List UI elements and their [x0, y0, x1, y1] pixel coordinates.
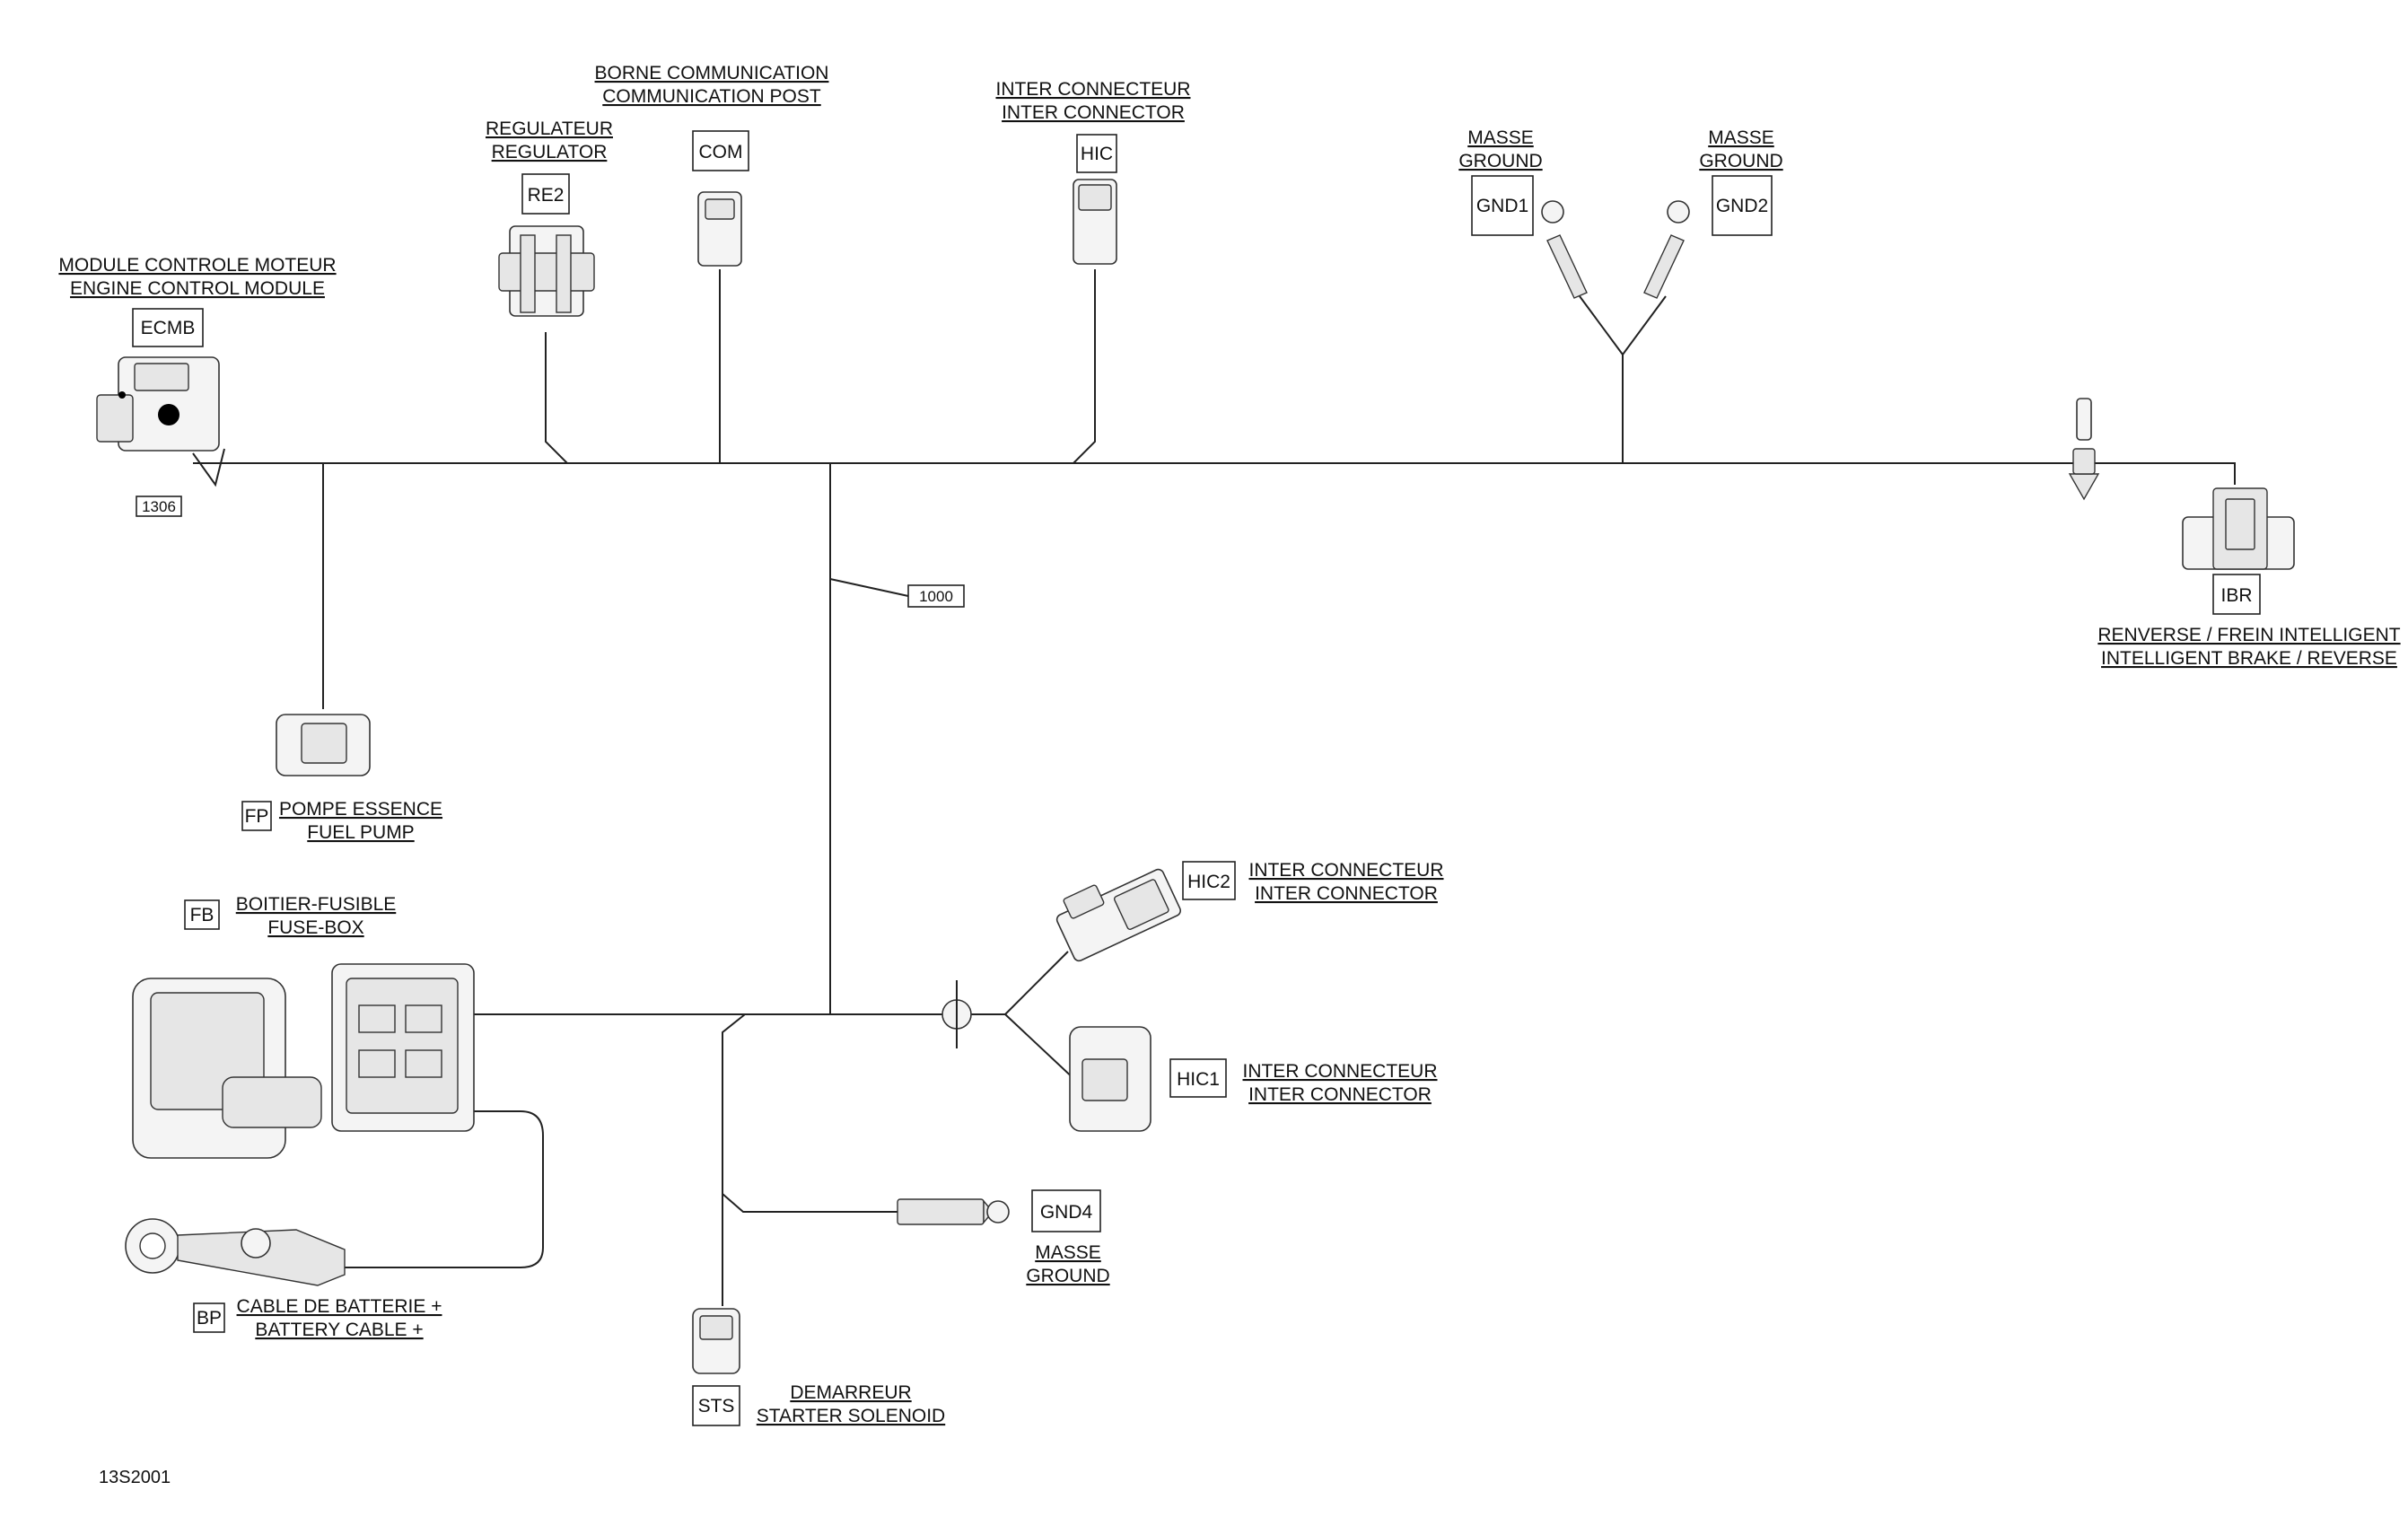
sts-label-fr: DEMARREUR: [790, 1382, 911, 1403]
regulator-branch: [545, 332, 568, 464]
ground-pair-branch: [1579, 295, 1667, 463]
hic2-label-en: INTER CONNECTOR: [1255, 883, 1438, 904]
hic2-code: HIC2: [1187, 872, 1230, 892]
gnd2-code: GND2: [1716, 196, 1768, 216]
ibr-label-en: INTELLIGENT BRAKE / REVERSE: [2101, 648, 2397, 669]
gnd1-label-fr: MASSE: [1467, 127, 1534, 148]
re2-label-en: REGULATOR: [492, 142, 608, 162]
tag-1306-box: [136, 496, 182, 517]
hic-code: HIC: [1081, 144, 1113, 164]
fb-code-box: [184, 899, 220, 930]
sts-code-box: [692, 1385, 740, 1426]
ecmb-connector: ECMB MODULE CONTROLE MOTEUR ENGINE CONTR…: [58, 255, 337, 517]
starter-branch: [722, 1013, 746, 1306]
ecmb-label-en: ENGINE CONTROL MODULE: [70, 278, 325, 299]
gnd4-label-en: GROUND: [1026, 1266, 1109, 1286]
hic1-label-en: INTER CONNECTOR: [1248, 1084, 1432, 1105]
hic1-code-box: [1169, 1058, 1227, 1098]
gnd4-label-fr: MASSE: [1035, 1242, 1101, 1263]
gnd1-label-en: GROUND: [1458, 151, 1542, 171]
gnd2-terminal: GND2 MASSE GROUND: [1643, 127, 1783, 299]
ecmb-code-box: [132, 308, 204, 347]
gnd4-code-box: [1031, 1189, 1101, 1232]
gnd4-code: GND4: [1040, 1202, 1093, 1223]
re2-code: RE2: [528, 185, 565, 206]
bp-label-en: BATTERY CABLE +: [255, 1320, 423, 1340]
com-label-fr: BORNE COMMUNICATION: [595, 63, 829, 83]
fp-code-box: [241, 801, 272, 831]
ibr-code-box: [2212, 574, 2261, 615]
hic-code-box: [1076, 134, 1117, 173]
hic-split-wire: [1004, 951, 1078, 1083]
ecmb-pin-icon: [158, 404, 180, 425]
gnd1-terminal: GND1 MASSE GROUND: [1458, 127, 1588, 299]
main-trunk-wire: [193, 462, 2236, 485]
fp-code: FP: [245, 806, 269, 827]
sts-code: STS: [698, 1396, 735, 1416]
ecmb-label-fr: MODULE CONTROLE MOTEUR: [58, 255, 336, 276]
com-connector: COM BORNE COMMUNICATION COMMUNICATION PO…: [595, 63, 829, 267]
hic1-code: HIC1: [1177, 1069, 1220, 1090]
ibr-code: IBR: [2220, 585, 2252, 606]
hic2-label-fr: INTER CONNECTEUR: [1248, 860, 1443, 881]
fb-fuse-box: FB BOITIER-FUSIBLE FUSE-BOX: [132, 894, 475, 1159]
harness-tag-1000: 1000: [919, 588, 953, 605]
gnd2-ring-icon: [1667, 200, 1690, 224]
bp-code: BP: [197, 1308, 222, 1329]
gnd4-terminal: GND4 MASSE GROUND: [897, 1189, 1110, 1286]
hic-branch: [1073, 269, 1096, 464]
gnd1-code: GND1: [1476, 196, 1528, 216]
gnd4-branch: [722, 1193, 898, 1213]
sts-label-en: STARTER SOLENOID: [757, 1406, 945, 1426]
gnd1-code-box: [1471, 175, 1534, 236]
com-label-en: COMMUNICATION POST: [602, 86, 821, 107]
hic-label-fr: INTER CONNECTEUR: [995, 79, 1190, 100]
hic-connector: HIC INTER CONNECTEUR INTER CONNECTOR: [995, 79, 1191, 265]
bp-label-fr: CABLE DE BATTERIE +: [237, 1296, 442, 1317]
gnd2-label-fr: MASSE: [1708, 127, 1774, 148]
hic2-connector: HIC2 INTER CONNECTEUR INTER CONNECTOR: [1055, 860, 1444, 962]
fp-label-fr: POMPE ESSENCE: [279, 799, 442, 820]
ibr-label-fr: RENVERSE / FREIN INTELLIGENT: [2097, 625, 2400, 645]
gnd2-label-en: GROUND: [1699, 151, 1782, 171]
com-code-box: [692, 130, 749, 171]
com-code: COM: [699, 142, 743, 162]
hic-label-en: INTER CONNECTOR: [1002, 102, 1185, 123]
battery-cable-wire: [341, 1110, 544, 1268]
ecmb-code: ECMB: [141, 318, 196, 338]
bp-battery-cable: BP CABLE DE BATTERIE + BATTERY CABLE +: [125, 1218, 442, 1340]
fb-label-fr: BOITIER-FUSIBLE: [236, 894, 397, 915]
hic1-label-fr: INTER CONNECTEUR: [1242, 1061, 1437, 1082]
hic2-code-box: [1182, 861, 1236, 900]
fp-label-en: FUEL PUMP: [307, 822, 414, 843]
tag-1000: 1000: [907, 584, 965, 608]
gnd2-code-box: [1712, 175, 1773, 236]
figure-reference: 13S2001: [99, 1468, 171, 1487]
harness-wires: [193, 269, 2236, 1306]
ibr-connector: IBR RENVERSE / FREIN INTELLIGENT INTELLI…: [2097, 487, 2401, 669]
re2-connector: RE2 REGULATEUR REGULATOR: [486, 118, 613, 317]
tag-1000-leader: [829, 578, 909, 597]
fb-label-en: FUSE-BOX: [267, 917, 363, 938]
harness-tag-1306: 1306: [142, 498, 176, 515]
splice-clip: [941, 980, 972, 1048]
fp-connector: FP POMPE ESSENCE FUEL PUMP: [241, 714, 442, 843]
trunk-plug: [2068, 398, 2100, 501]
re2-label-fr: REGULATEUR: [486, 118, 613, 139]
fb-code: FB: [190, 905, 215, 925]
re2-code-box: [521, 173, 570, 215]
gnd4-ring-icon: [986, 1200, 1010, 1223]
sts-connector: STS DEMARREUR STARTER SOLENOID: [692, 1308, 945, 1426]
bp-code-box: [193, 1302, 225, 1333]
hic1-connector: HIC1 INTER CONNECTEUR INTER CONNECTOR: [1069, 1026, 1438, 1132]
gnd1-ring-icon: [1541, 200, 1564, 224]
